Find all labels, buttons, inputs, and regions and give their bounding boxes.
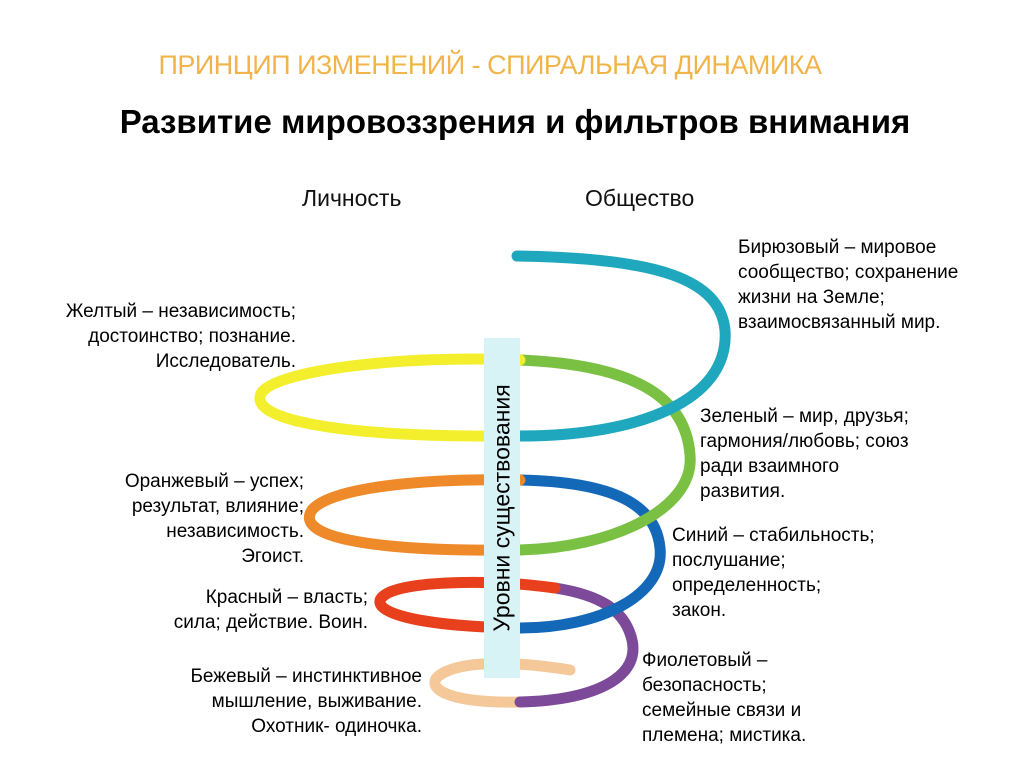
spiral-segment-purple: [514, 582, 639, 708]
label-yellow: Желтый – независимость; достоинство; поз…: [65, 301, 296, 372]
label-purple: Фиолетовый – безопасность; семейные связ…: [642, 650, 807, 746]
spiral-segment-green: [514, 354, 696, 556]
spiral-segment-yellow: [254, 353, 526, 442]
column-header-personal: Личность: [302, 185, 402, 211]
spiral-segment-red: [374, 576, 561, 634]
label-orange: Оранжевый – успех; результат, влияние; н…: [124, 471, 304, 567]
spiral-segment-blue: [514, 474, 666, 634]
spiral-segment-orange: [303, 474, 526, 556]
label-blue: Синий – стабильность; послушание; опреде…: [672, 525, 875, 621]
spiral-segment-turquoise: [511, 250, 731, 442]
subtitle: ПРИНЦИП ИЗМЕНЕНИЙ - СПИРАЛЬНАЯ ДИНАМИКА: [158, 50, 822, 80]
column-header-society: Общество: [585, 185, 695, 211]
axis-band: [484, 338, 520, 678]
page-title: Развитие мировоззрения и фильтров вниман…: [119, 103, 911, 140]
label-turquoise: Бирюзовый – мировое сообщество; сохранен…: [738, 237, 959, 333]
label-beige: Бежевый – инстинктивное мышление, выжива…: [190, 666, 422, 737]
axis-label: Уровни существования: [488, 384, 515, 632]
label-green: Зеленый – мир, друзья; гармония/любовь; …: [700, 406, 909, 502]
label-red: Красный – власть; сила; действие. Воин.: [173, 587, 368, 633]
spiral-segment-beige: [429, 658, 576, 708]
